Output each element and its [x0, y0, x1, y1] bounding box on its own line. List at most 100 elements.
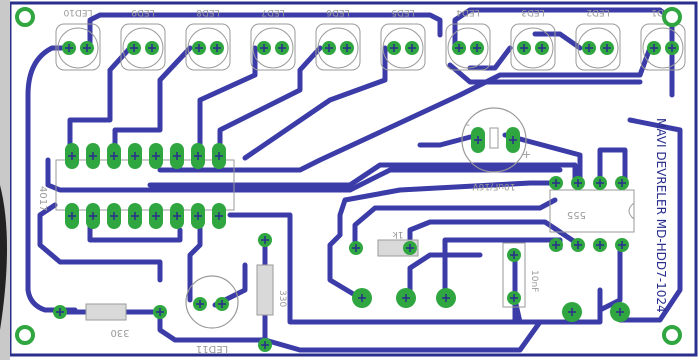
ic-4017-pin-bottom: [107, 203, 121, 229]
resistor-1k-pad: [403, 241, 417, 255]
led-dome: [577, 27, 619, 69]
trace-bus-a: [45, 157, 563, 193]
led-label: LED2: [586, 7, 609, 17]
led-label: LED5: [391, 7, 414, 17]
led-pad: [192, 41, 206, 55]
ic-4017-pin-bottom: [86, 203, 100, 229]
small-capacitor-pad: [507, 291, 521, 305]
trace-led1: [157, 45, 653, 173]
trace-cap-right: [502, 132, 583, 186]
resistor-330-bottom: 330: [85, 303, 130, 338]
led-pad: [145, 41, 159, 55]
led-pad: [340, 41, 354, 55]
led-5: LED6: [315, 7, 361, 71]
led-1: LED10: [55, 7, 101, 71]
led-outline: [250, 23, 296, 71]
led-pad: [647, 41, 661, 55]
ic-555-pin-top: [549, 176, 563, 190]
mounting-hole-bl: [15, 325, 35, 345]
ic-555-pin-bottom: [615, 238, 629, 252]
led-label: LED8: [196, 7, 220, 17]
led-dome: [447, 27, 489, 69]
ic-555-outline: [549, 189, 635, 233]
led-outline: [120, 23, 166, 71]
small-capacitor-value: 10nF: [529, 270, 539, 292]
ic-4017-pin-top: [128, 143, 142, 169]
small-capacitor-outline: [502, 242, 526, 308]
capacitor-symbol: [489, 127, 499, 149]
trace-led5: [242, 45, 388, 161]
ic-4017-pin-top: [107, 143, 121, 169]
led-pad: [127, 41, 141, 55]
small-capacitor-pad: [507, 248, 521, 262]
trace-led8: [112, 45, 193, 158]
ic-555-notch: [628, 202, 635, 220]
led-pad: [210, 41, 224, 55]
trace-bus-b: [37, 202, 163, 283]
resistor-1k-pad: [349, 241, 363, 255]
led-3: LED8: [185, 7, 231, 71]
pad-bottom-right: [562, 302, 582, 322]
led-pad: [600, 41, 614, 55]
led-pad: [665, 41, 679, 55]
led-pad: [582, 41, 596, 55]
led-2: LED9: [120, 7, 166, 71]
trace-left-loop: [25, 45, 78, 313]
trace-top-right: [452, 7, 675, 98]
mounting-hole-tr: [662, 7, 682, 27]
trace-cap-left: [417, 132, 481, 148]
trace-top-bus: [87, 12, 443, 51]
trace-bottom-left: [57, 309, 268, 343]
capacitor-pad: [506, 127, 520, 153]
led-pad: [470, 41, 484, 55]
ic-4017-pin-bottom: [191, 203, 205, 229]
ic-555-pin-bottom: [593, 238, 607, 252]
led-outline: [55, 23, 101, 71]
ic-555-pin-bottom: [549, 238, 563, 252]
led-6: LED5: [380, 7, 426, 71]
ic-555-label: 555: [567, 209, 586, 220]
pad-bottom-right: [610, 302, 630, 322]
mounting-hole-br: [662, 325, 682, 345]
led-dome: [122, 27, 164, 69]
photo-strip: [0, 0, 10, 360]
led-dome: [512, 27, 554, 69]
ic-4017-pin-bottom: [212, 203, 226, 229]
led-dome: [57, 27, 99, 69]
mounting-holes: [15, 7, 682, 345]
ic-4017-pin-top: [65, 143, 79, 169]
led-dome: [317, 27, 359, 69]
led-11-pad: [215, 297, 229, 311]
led-pad: [322, 41, 336, 55]
resistor-330-vertical-pad: [258, 338, 272, 352]
led-outline: [510, 23, 556, 71]
led-outline: [315, 23, 361, 71]
pad-bottom: [352, 288, 372, 308]
trace-led2: [532, 31, 583, 51]
ic-4017: 4017: [37, 159, 235, 211]
led-11: LED11: [185, 275, 239, 354]
trace-555-to-1k: [327, 180, 559, 301]
ic-4017-pin-top: [149, 143, 163, 169]
led-outline: [185, 23, 231, 71]
led-7: LED4: [445, 7, 491, 71]
trace-led9: [67, 45, 133, 158]
led-11-outline: [185, 275, 239, 329]
capacitor-minus: -: [466, 118, 470, 131]
capacitor-body: [461, 107, 527, 173]
led-outline: [445, 23, 491, 71]
ic-555-pin-bottom: [571, 238, 585, 252]
ic-555-pin-top: [593, 176, 607, 190]
led-pad: [517, 41, 531, 55]
ic-4017-pin-top: [86, 143, 100, 169]
trace-bus-d: [147, 162, 578, 188]
led-dome: [382, 27, 424, 69]
led-8: LED3: [510, 7, 556, 71]
led-dome: [642, 27, 684, 69]
led-label: LED6: [326, 7, 350, 17]
capacitor-pad: [471, 127, 485, 153]
led-label: LED7: [261, 7, 284, 17]
led-pad: [405, 41, 419, 55]
trace-bottom-pad-a: [407, 252, 483, 301]
trace-555-bottom: [597, 245, 623, 313]
